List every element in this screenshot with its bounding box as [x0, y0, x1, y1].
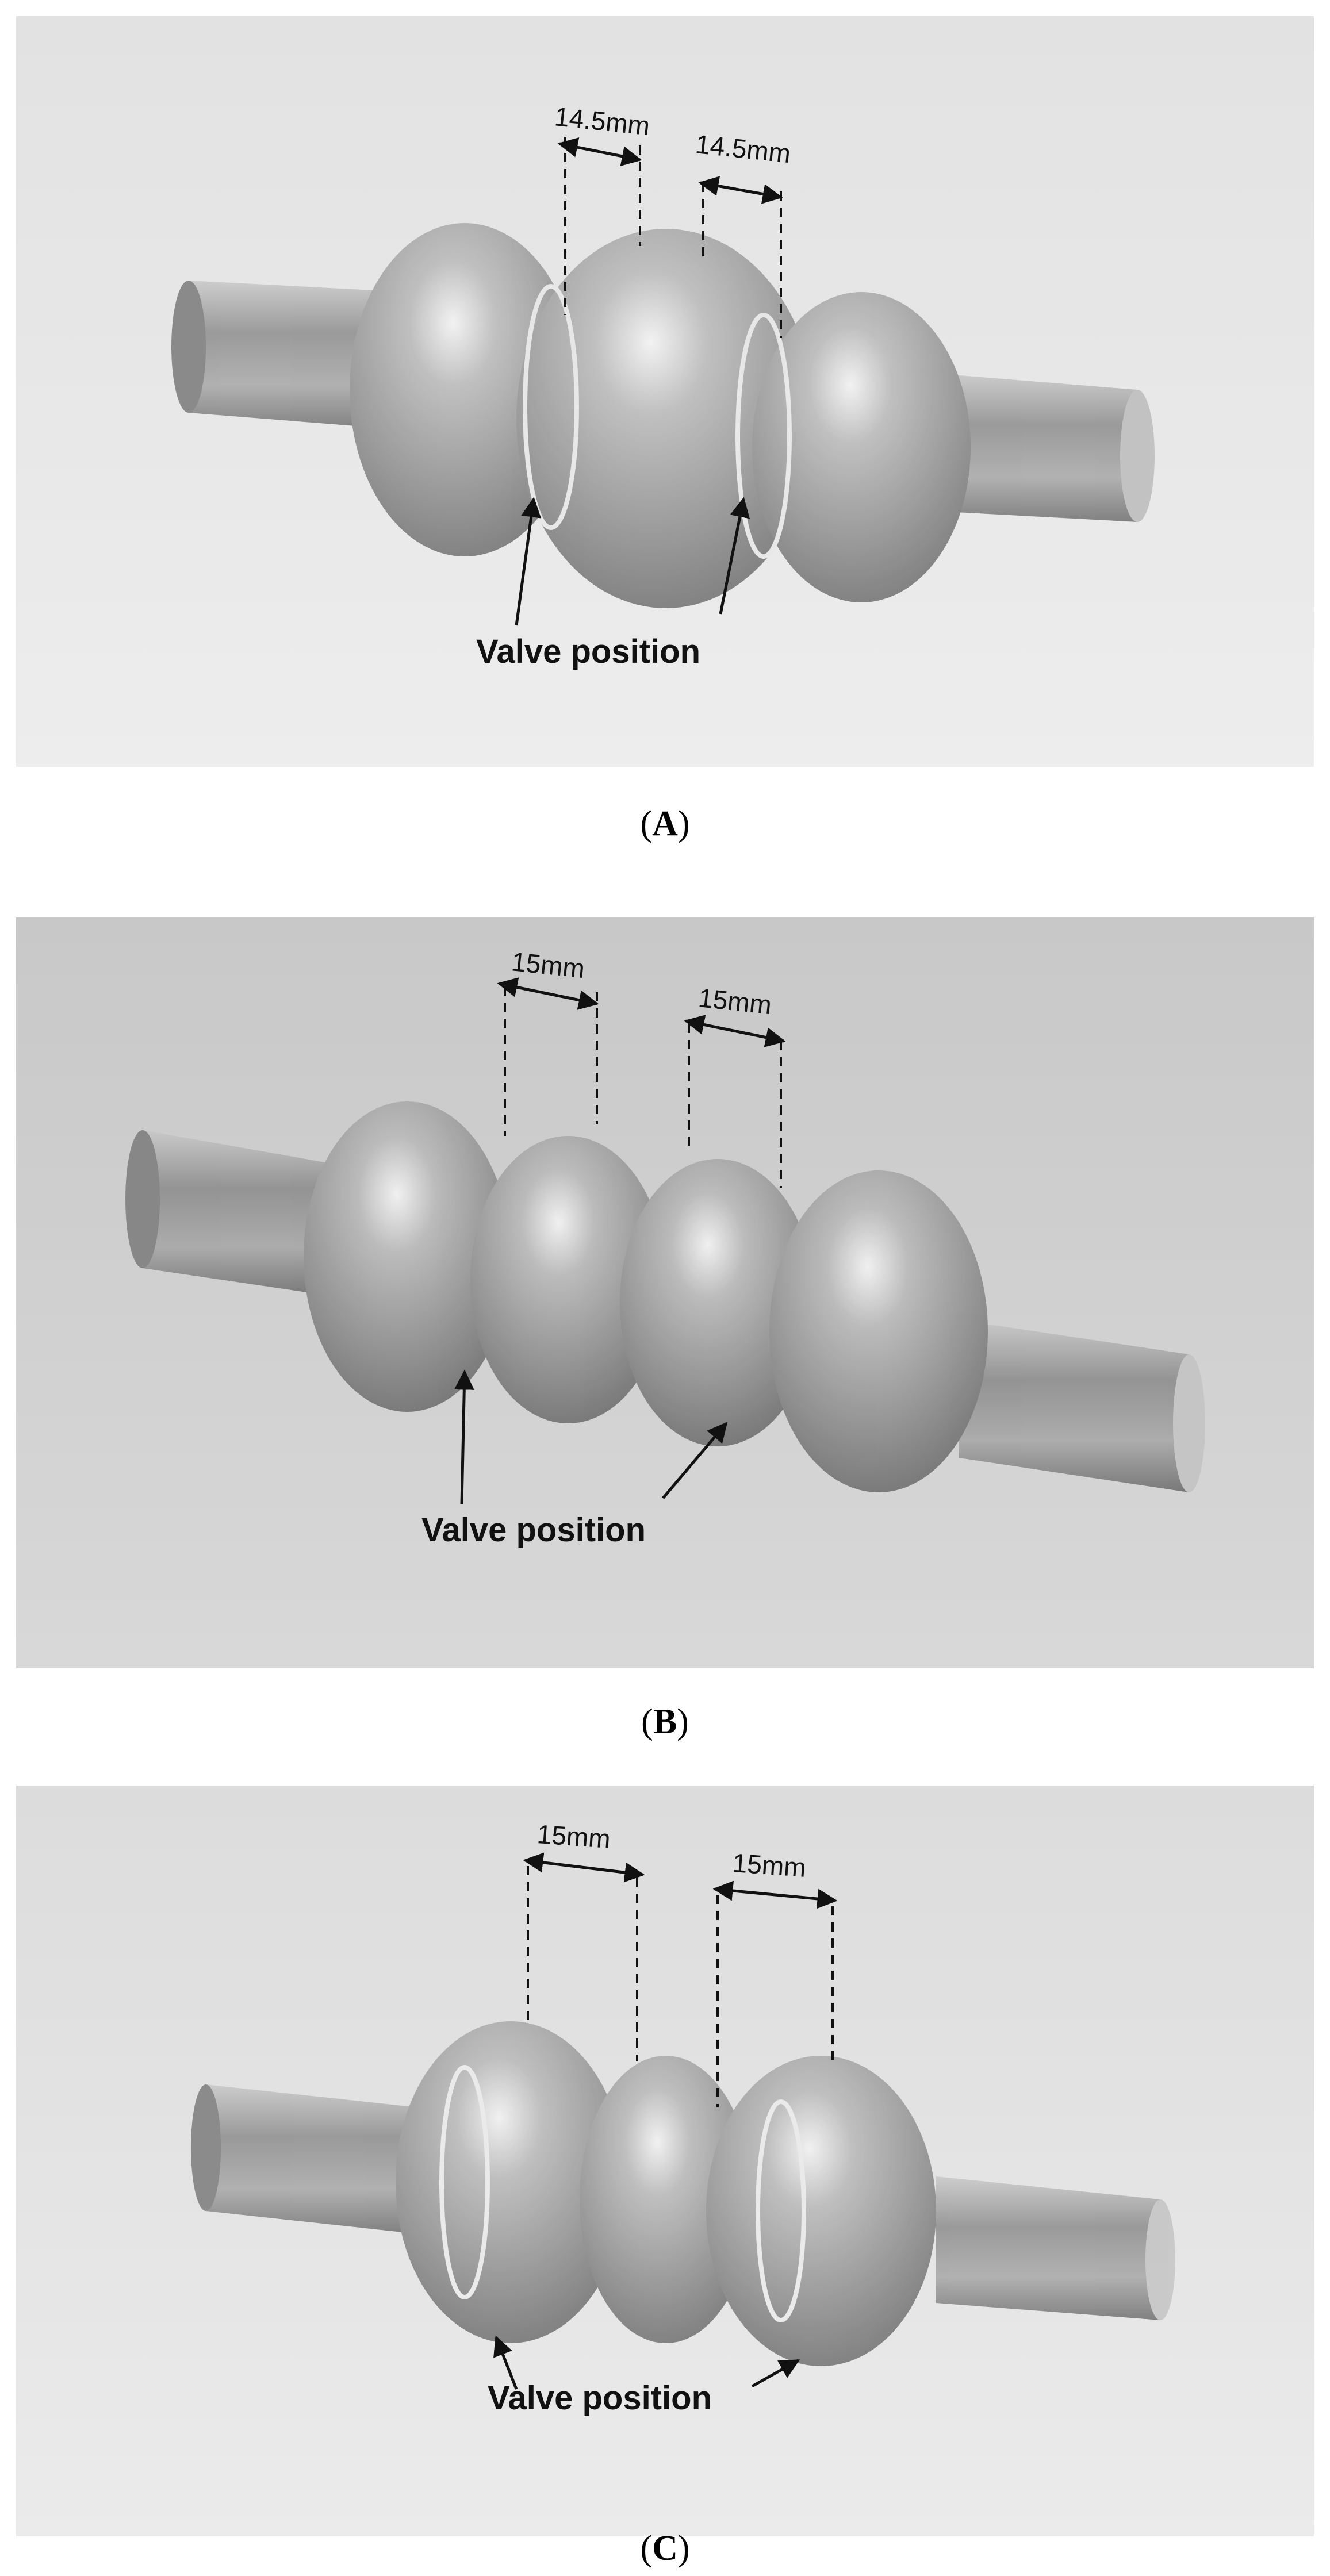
valve-position-arrows-a	[515, 497, 750, 626]
caption-letter: A	[652, 804, 678, 843]
figure-panel-c: 15mm 15mm Valve position	[16, 1786, 1314, 2536]
valve-position-label: Valve position	[488, 2379, 712, 2417]
valve-position-arrows-b	[454, 1369, 728, 1504]
valve-position-label: Valve position	[421, 1511, 646, 1549]
caption-letter: B	[653, 1702, 677, 1741]
tube-render-b: 15mm 15mm Valve position	[16, 917, 1314, 1668]
dimension-label: 15mm	[731, 1848, 807, 1883]
dimension-marker-c1: 15mm	[523, 1819, 645, 2061]
dimension-marker-c2: 15mm	[712, 1848, 838, 2107]
caption-letter: C	[652, 2529, 678, 2568]
tube-render-c: 15mm 15mm Valve position	[16, 1786, 1314, 2536]
figure-panel-a: 14.5mm 14.5mm Valve position	[16, 16, 1314, 767]
valve-position-label: Valve position	[476, 633, 700, 670]
figure-caption-c: (C)	[640, 2529, 690, 2568]
figure-caption-a: (A)	[640, 804, 690, 843]
figure-panel-b: 15mm 15mm Valve position	[16, 917, 1314, 1668]
dimension-label: 15mm	[536, 1819, 611, 1854]
figure-caption-b: (B)	[641, 1702, 689, 1741]
tube-model-c	[191, 2021, 1175, 2366]
tube-render-a: 14.5mm 14.5mm Valve position	[16, 16, 1314, 767]
valve-position-arrows-c	[493, 2335, 800, 2390]
tube-model-b	[125, 1101, 1205, 1492]
